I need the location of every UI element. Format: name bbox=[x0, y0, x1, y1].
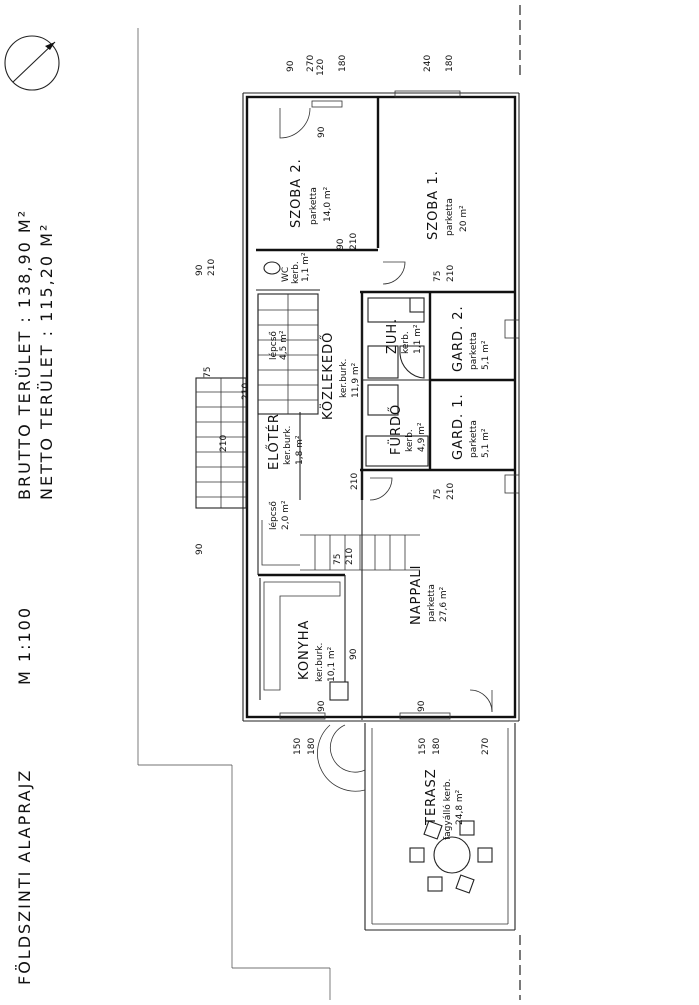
plan-title: FÖLDSZINTI ALAPRAJZ bbox=[15, 769, 34, 985]
room-gard1: GARD. 1. bbox=[451, 393, 466, 460]
svg-text:180: 180 bbox=[432, 738, 442, 755]
svg-text:210: 210 bbox=[241, 383, 251, 400]
svg-text:90: 90 bbox=[317, 126, 327, 138]
kitchen-counters bbox=[263, 581, 349, 701]
room-terasz: TERASZ bbox=[424, 768, 439, 826]
brutto-area: BRUTTO TERÜLET : 138,90 M² bbox=[15, 209, 34, 500]
svg-text:270: 270 bbox=[306, 55, 316, 72]
room-wc: WC bbox=[281, 267, 291, 282]
room-szoba1: SZOBA 1. bbox=[426, 170, 441, 240]
svg-text:150: 150 bbox=[418, 738, 428, 755]
room-nappali: NAPPALI bbox=[409, 565, 424, 625]
svg-text:90: 90 bbox=[195, 543, 205, 555]
svg-text:180: 180 bbox=[338, 55, 348, 72]
interior-walls bbox=[256, 97, 515, 720]
svg-text:kerb.: kerb. bbox=[405, 429, 415, 452]
room-kozlekedo: KÖZLEKEDŐ bbox=[319, 332, 336, 420]
svg-text:ker.burk.: ker.burk. bbox=[339, 359, 349, 398]
svg-text:90: 90 bbox=[286, 60, 296, 72]
svg-text:5,1 m²: 5,1 m² bbox=[481, 428, 491, 458]
svg-text:90: 90 bbox=[417, 700, 427, 712]
room-zuh: ZUH. bbox=[385, 318, 400, 354]
room-szoba2: SZOBA 2. bbox=[289, 158, 304, 228]
svg-text:4,5 m²: 4,5 m² bbox=[279, 330, 289, 360]
svg-text:10,1 m²: 10,1 m² bbox=[327, 646, 337, 682]
svg-text:27,6 m²: 27,6 m² bbox=[439, 586, 449, 622]
svg-text:180: 180 bbox=[307, 738, 317, 755]
north-arrow-icon bbox=[4, 35, 60, 91]
windows bbox=[279, 90, 520, 720]
svg-text:240: 240 bbox=[423, 55, 433, 72]
svg-text:210: 210 bbox=[207, 259, 217, 276]
staircase-lower bbox=[261, 520, 420, 571]
terrace bbox=[317, 723, 516, 931]
svg-text:75: 75 bbox=[433, 489, 443, 500]
dining-set-icon bbox=[409, 820, 493, 894]
svg-text:210: 210 bbox=[446, 265, 456, 282]
svg-text:14,0 m²: 14,0 m² bbox=[323, 186, 333, 222]
svg-text:4,9 m²: 4,9 m² bbox=[417, 422, 427, 452]
room-furdo: FÜRDŐ bbox=[387, 404, 404, 455]
staircase-upper bbox=[257, 293, 319, 415]
svg-text:75: 75 bbox=[203, 367, 213, 378]
svg-text:90: 90 bbox=[349, 648, 359, 660]
svg-text:270: 270 bbox=[481, 738, 491, 755]
room-lepcso-upper: lépcső bbox=[268, 331, 279, 360]
svg-text:parketta: parketta bbox=[309, 187, 319, 225]
svg-text:parketta: parketta bbox=[445, 198, 455, 236]
svg-text:1,1 m²: 1,1 m² bbox=[413, 324, 423, 354]
svg-text:2,0 m²: 2,0 m² bbox=[281, 500, 291, 530]
svg-text:kerb.: kerb. bbox=[401, 331, 411, 354]
svg-text:90: 90 bbox=[317, 700, 327, 712]
svg-text:5,1 m²: 5,1 m² bbox=[481, 340, 491, 370]
netto-area: NETTO TERÜLET : 115,20 M² bbox=[37, 223, 56, 500]
svg-text:210: 210 bbox=[349, 233, 359, 250]
svg-text:210: 210 bbox=[350, 473, 360, 490]
svg-text:75: 75 bbox=[433, 271, 443, 282]
svg-text:20 m²: 20 m² bbox=[459, 205, 469, 232]
dimension-labels: 90 270 120 180 240 180 90 210 75 210 90 … bbox=[195, 55, 491, 755]
svg-text:150: 150 bbox=[293, 738, 303, 755]
room-konyha: KONYHA bbox=[297, 620, 312, 680]
svg-text:parketta: parketta bbox=[469, 420, 479, 458]
svg-text:1,1 m²: 1,1 m² bbox=[301, 252, 311, 282]
bathroom-fixtures bbox=[263, 261, 429, 467]
svg-text:90: 90 bbox=[336, 238, 346, 250]
svg-text:kerb.: kerb. bbox=[291, 261, 301, 284]
svg-text:210: 210 bbox=[345, 548, 355, 565]
plan-scale: M 1:100 bbox=[15, 606, 34, 685]
svg-text:90: 90 bbox=[195, 264, 205, 276]
site-lines bbox=[137, 5, 521, 1000]
svg-text:parketta: parketta bbox=[427, 584, 437, 622]
svg-text:11,9 m²: 11,9 m² bbox=[351, 362, 361, 398]
entry-stairs bbox=[195, 377, 247, 509]
svg-text:ker.burk.: ker.burk. bbox=[283, 426, 293, 465]
svg-text:75: 75 bbox=[333, 554, 343, 565]
svg-text:1,8 m²: 1,8 m² bbox=[295, 435, 305, 465]
svg-text:parketta: parketta bbox=[469, 332, 479, 370]
svg-text:180: 180 bbox=[445, 55, 455, 72]
exterior-walls bbox=[242, 92, 520, 722]
room-lepcso-lower: lépcső bbox=[268, 501, 279, 530]
room-gard2: GARD. 2. bbox=[451, 305, 466, 372]
room-eloter: ELŐTÉR bbox=[266, 413, 282, 470]
svg-text:210: 210 bbox=[219, 435, 229, 452]
svg-text:24,8 m²: 24,8 m² bbox=[455, 789, 465, 825]
doors bbox=[279, 107, 493, 713]
svg-text:ker.burk.: ker.burk. bbox=[315, 643, 325, 682]
svg-text:fagyálló kerb.: fagyálló kerb. bbox=[442, 779, 453, 840]
room-labels: SZOBA 2. parketta 14,0 m² SZOBA 1. parke… bbox=[266, 158, 491, 840]
svg-text:120: 120 bbox=[316, 59, 326, 76]
svg-text:210: 210 bbox=[446, 483, 456, 500]
